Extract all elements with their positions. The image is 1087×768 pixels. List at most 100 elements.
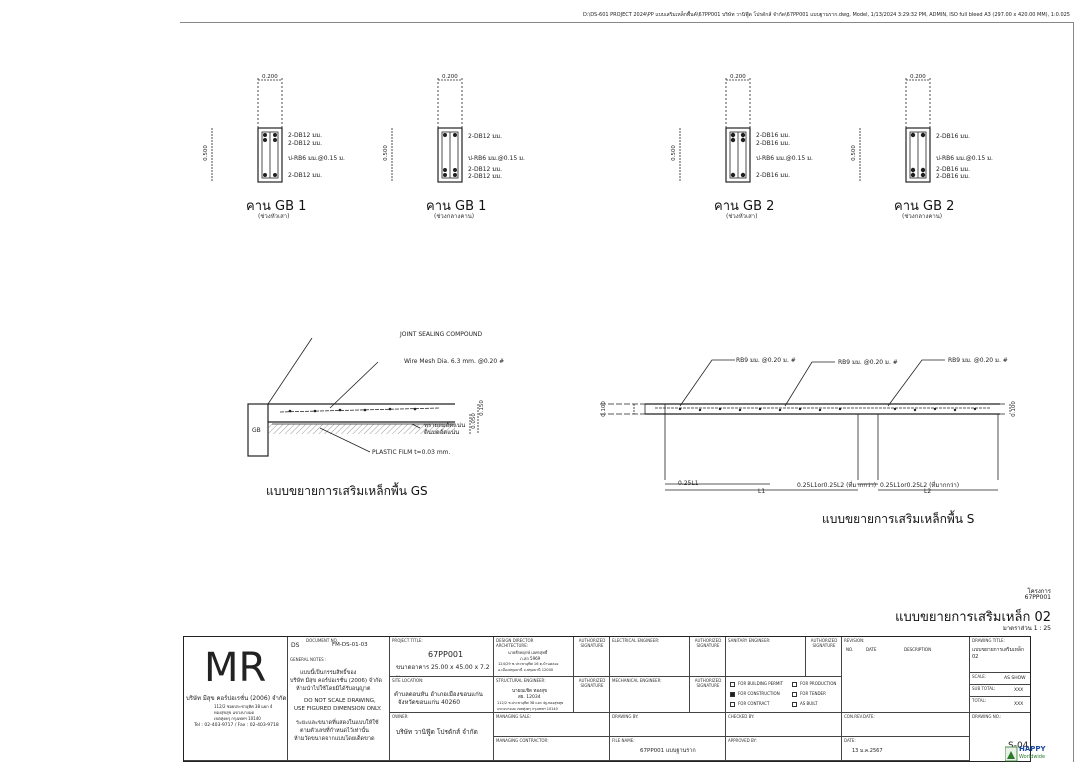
checkbox-icon[interactable] [730, 701, 735, 707]
app-label: APPROVED BY: [728, 738, 757, 743]
s-rebar1: RB9 มม. @0.20 ม. # [736, 357, 796, 364]
project-label: โครงการ [1027, 588, 1051, 595]
gn3: ห้ามนำไปใช้โดยมิได้รับอนุญาต [296, 686, 371, 692]
s-dim2: 0.25L1or0.25L2 (ที่มากกว่า) [797, 482, 877, 489]
opt-building-permit[interactable]: FOR BUILDING PERMIT [730, 681, 783, 687]
sheet-scale: มาตราส่วน 1 : 25 [1002, 625, 1051, 632]
beam1-bot: 2-DB12 มม. [288, 172, 323, 179]
owner-cell: OWNER: บริษัท วานิฟู๊ด โปรดักส์ จำกัด [390, 713, 494, 761]
se-signature-cell: AUTHORIZED SIGNATURE [574, 677, 610, 713]
beam-section-4 [859, 78, 931, 183]
subtotal-cell: SUB TOTAL: XXX [970, 685, 1030, 697]
gs-sand2-label: ดินบดอัดแน่น [424, 429, 460, 436]
opt-as-built[interactable]: AS BUILT [792, 701, 818, 707]
beam2-stirrup: ป-RB6 มม.@0.15 ม. [468, 155, 525, 162]
dt-label: DRAWING TITLE: [972, 638, 1005, 643]
gn-label: GENERAL NOTES : [290, 657, 327, 662]
owner-label: OWNER: [392, 714, 409, 719]
beam4-bot2: 2-DB16 มม. [936, 173, 971, 180]
date-cell: DATE: 13 ม.ค.2567 [842, 737, 970, 761]
beam2-width: 0.200 [442, 74, 458, 80]
opt4-label: FOR PRODUCTION [800, 681, 837, 686]
total-cell: TOTAL: XXX [970, 697, 1030, 713]
checkbox-icon[interactable] [792, 701, 797, 707]
badge-sub: Worldwide [1019, 754, 1046, 760]
s-dim1: 0.25L1 [678, 480, 699, 487]
cs-label: CON.REV.DATE: [844, 714, 875, 719]
opt1-label: FOR BUILDING PERMIT [738, 681, 783, 686]
pt2: ขนาดอาคาร 25.00 x 45.00 x 7.2 ม. [396, 664, 490, 676]
file-path-header: D:\DS-601 PROJECT 2024\PP แบบเสริมเหล็กพ… [582, 12, 1070, 18]
gs-mesh-label: Wire Mesh Dia. 6.3 mm. @0.20 # [404, 358, 505, 365]
san-signature-cell: AUTHORIZED SIGNATURE [806, 637, 842, 677]
sl2: จังหวัดขอนแก่น 40260 [398, 699, 461, 706]
beam4-stirrup: ป-RB6 มม.@0.15 ม. [936, 155, 993, 162]
checkbox-icon[interactable] [792, 691, 797, 697]
opt-contract[interactable]: FOR CONTRACT [730, 701, 769, 707]
rev-label: REVISION: [844, 638, 865, 643]
company-name: บริษัท มีสุข คอร์ปอเรชั่น (2006) จำกัด [186, 695, 287, 702]
pt-label: PROJECT TITLE: [392, 638, 423, 643]
beam-sections [211, 78, 931, 183]
dd3: 124/29 ซ.ประชาอุทิศ 16 ต.บ้านคลอง [498, 662, 559, 666]
sl-label: SITE LOCATION: [392, 678, 424, 683]
se3: 112/2 ซ.ประชาอุทิศ 38 แยก 4ฐ.ทองสุขสุข [497, 701, 564, 705]
subtotal-label: SUB TOTAL: [972, 686, 996, 691]
rev-desc-header: DESCRIPTION [904, 647, 932, 652]
drawing-title: แบบขยายการเสริมเหล็ก 02 [972, 647, 1025, 660]
se-auth: AUTHORIZED SIGNATURE [578, 678, 606, 688]
beam4-bot: 2-DB16 มม. [936, 166, 971, 173]
gs-title: แบบขยายการเสริมเหล็กพื้น GS [266, 484, 428, 498]
gs-joint-label: JOINT SEALING COMPOUND [400, 331, 483, 338]
sheet-border-top [180, 22, 1073, 23]
se2: สย. 12034 [518, 695, 541, 700]
file-name: 67PP001 แบบฐานราก [640, 748, 696, 754]
beam2-depth: 0.500 [382, 145, 389, 161]
gs-detail [247, 337, 479, 457]
project-title-cell: PROJECT TITLE: 67PP001 ขนาดอาคาร 25.00 x… [390, 637, 494, 677]
beam3-width: 0.200 [730, 74, 746, 80]
opt-tender[interactable]: FOR TENDER [792, 691, 826, 697]
gn1: แบบนี้เป็นกรรมสิทธิ์ของ [300, 670, 357, 676]
rev-no-header: NO. [846, 647, 854, 652]
drawing-no: S-04 [1008, 741, 1029, 751]
date-label: DATE: [844, 738, 856, 743]
chk-label: CHECKED BY: [728, 714, 755, 719]
beam4-width: 0.200 [910, 74, 926, 80]
ms-label: MANAGING SALE: [496, 714, 531, 719]
revision-cell: REVISION: NO. DATE DESCRIPTION [842, 637, 970, 713]
doc-no: FM-DS-01-03 [332, 642, 368, 648]
gn8: ห้ามวัดขนาดจากแบบโดยเด็ดขาด [294, 736, 375, 742]
sanitary-label: SANITARY ENGINEER: [728, 638, 771, 643]
checkbox-icon[interactable] [792, 681, 797, 687]
beam4-title: คาน GB 2 [894, 199, 955, 214]
dd1: นายธีรพฤกษ์ เลศรสุทธิ์ [508, 650, 548, 655]
opt3-label: FOR CONTRACT [738, 701, 770, 706]
checkbox-checked-icon[interactable] [730, 691, 735, 697]
ee-auth: AUTHORIZED SIGNATURE [694, 638, 722, 648]
owner-name: บริษัท วานิฟู๊ด โปรดักส์ จำกัด [396, 728, 478, 736]
opt-production[interactable]: FOR PRODUCTION [792, 681, 836, 687]
gn4: DO NOT SCALE DRAWING, [304, 698, 376, 704]
dr-label: DRAWING BY: [612, 714, 639, 719]
gn5: USE FIGURED DIMENSION ONLY. [294, 706, 382, 712]
se1: นายณเชิด ทองสุข [512, 689, 548, 694]
opt-construction[interactable]: FOR CONSTRUCTION [730, 691, 780, 697]
title-block: MR บริษัท มีสุข คอร์ปอเรชั่น (2006) จำกั… [183, 636, 1031, 762]
gs-dim2: 0.050 [470, 413, 477, 429]
electrical-engineer-cell: ELECTRICAL ENGINEER: [610, 637, 690, 677]
site-location-cell: SITE LOCATION: ตำบลดอนหัน อำเภอเมืองขอนแ… [390, 677, 494, 713]
gs-dim1: 0.150 [478, 400, 485, 416]
opt5-label: FOR TENDER [800, 691, 826, 696]
drawing-title-cell: DRAWING TITLE: แบบขยายการเสริมเหล็ก 02 [970, 637, 1030, 673]
doc-no-label: DOCUMENT NO. [306, 638, 338, 643]
company-tel: Tel : 02-403-9717 / Fax : 02-403-9718 [194, 723, 279, 728]
checked-by-cell: CHECKED BY: [726, 713, 842, 737]
gn6: ระยะและขนาดที่แสดงในแบบให้ใช้ [296, 720, 379, 726]
checkbox-icon[interactable] [730, 681, 735, 687]
managing-contractor-cell: MANAGING CONTRACTOR: [494, 737, 610, 761]
dd4: อ.เมืองปทุมธานี จ.ปทุมธานี 12000 [498, 668, 554, 672]
beam4-sub: (ช่วงกลางคาน) [902, 213, 943, 220]
s-detail [600, 359, 1011, 491]
